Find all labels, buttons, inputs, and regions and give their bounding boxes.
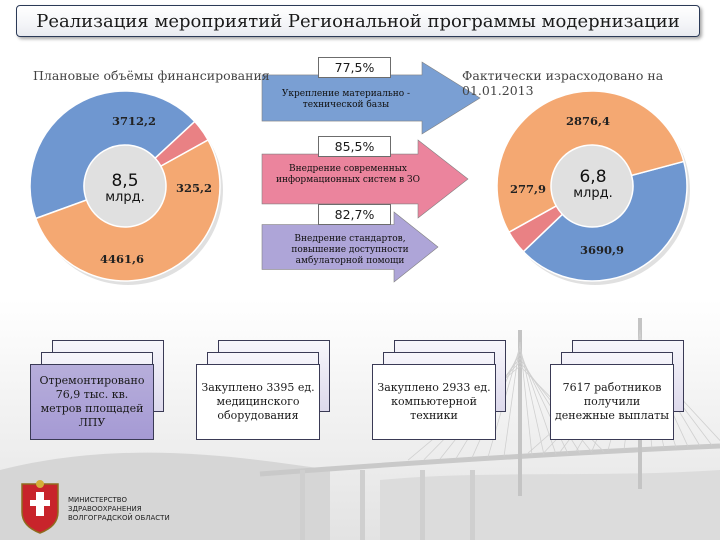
ministry-line-3: ВОЛГОГРАДСКОЙ ОБЛАСТИ [68,514,170,522]
slice-label-planned-orange: 4461,6 [100,252,145,266]
slice-label-planned-blue: 3712,2 [112,114,157,128]
pie-left-slice-2 [34,138,221,282]
ministry-name: МИНИСТЕРСТВО ЗДРАВООХРАНЕНИЯ ВОЛГОГРАДСК… [68,496,170,523]
arrow-1 [261,61,481,135]
pie-right-slice-0 [522,160,688,282]
arrow-text-1: Укрепление материально - технической баз… [281,89,411,110]
chart-title-planned: Плановые объёмы финансирования [33,68,270,83]
info-card-stack-3: Закуплено 2933 ед. компьютерной техники [372,340,522,440]
arrow-2 [261,139,469,219]
info-card-2: Закуплено 3395 ед. медицинского оборудов… [196,364,320,440]
center-unit-actual: млрд. [573,186,613,201]
center-unit-planned: млрд. [105,190,145,205]
info-card-4: 7617 работников получили денежные выплат… [550,364,674,440]
arrows-layer [261,61,481,283]
slice-label-planned-red: 325,2 [176,181,213,195]
center-value-planned: 8,5 [111,171,139,191]
percent-box-2: 85,5% [318,136,391,157]
percent-box-1: 77,5% [318,57,391,78]
info-card-stack-4: 7617 работников получили денежные выплат… [550,340,700,440]
pie-right-slice-2 [496,90,685,234]
center-label-planned: 8,5 млрд. [90,172,160,205]
slice-label-actual-red: 277,9 [510,182,547,196]
pie-chart-planned [29,90,223,285]
center-value-actual: 6,8 [579,167,607,187]
arrow-text-2: Внедрение современных информационных сис… [275,164,421,185]
pie-left-slice-0 [29,90,196,220]
ministry-line-2: ЗДРАВООХРАНЕНИЯ [68,505,142,513]
slice-label-actual-orange: 3690,9 [580,243,625,257]
arrow-text-3: Внедрение стандартов, повышение доступно… [291,234,409,266]
ministry-line-1: МИНИСТЕРСТВО [68,496,128,504]
info-card-stack-1: Отремонтировано 76,9 тыс. кв. метров пло… [30,340,180,440]
info-card-1: Отремонтировано 76,9 тыс. кв. метров пло… [30,364,154,440]
coat-of-arms-logo [21,480,59,534]
center-label-actual: 6,8 млрд. [558,168,628,201]
chart-title-actual: Фактически израсходовано на 01.01.2013 [462,68,664,98]
percent-box-3: 82,7% [318,204,391,225]
info-card-3: Закуплено 2933 ед. компьютерной техники [372,364,496,440]
pie-chart-actual [496,90,690,285]
arrow-3 [261,211,439,283]
page-title: Реализация мероприятий Региональной прог… [16,5,700,37]
info-card-stack-2: Закуплено 3395 ед. медицинского оборудов… [196,340,346,440]
slice-label-actual-blue: 2876,4 [566,114,611,128]
